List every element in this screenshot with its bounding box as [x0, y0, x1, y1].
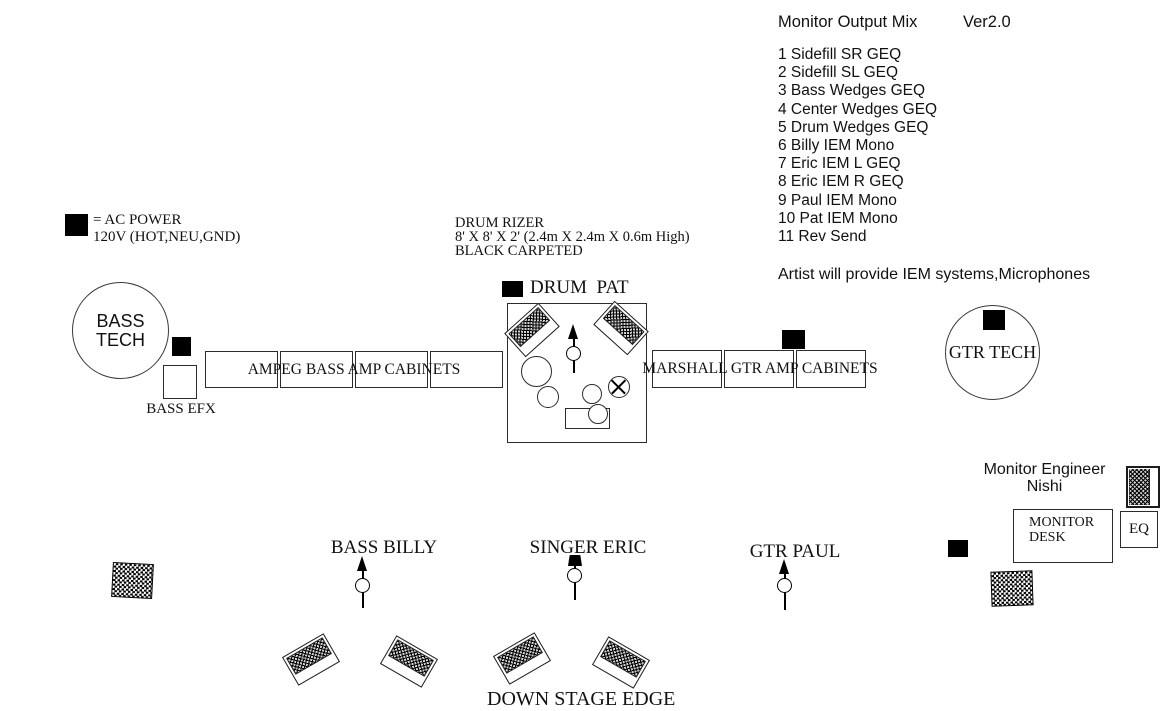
ac-power-legend-line2: 120V (HOT,NEU,GND)	[93, 228, 241, 245]
mic-direction-arrow	[779, 559, 789, 574]
speaker-grille	[286, 637, 332, 675]
eq-label: EQ	[1129, 521, 1149, 537]
ac-power-icon	[65, 214, 88, 236]
speaker-grille	[600, 640, 646, 678]
monitor-output-item: 4 Center Wedges GEQ	[778, 100, 938, 118]
mic-direction-arrow	[568, 324, 578, 339]
sidefill-speaker-icon	[990, 570, 1034, 607]
bass-amp-cabinet	[355, 351, 428, 388]
mic-base	[567, 568, 582, 583]
monitor-output-item: 5 Drum Wedges GEQ	[778, 118, 929, 136]
monitor-desk-box: MONITOR DESK	[1013, 509, 1113, 563]
gtr-amp-cabinet	[652, 350, 722, 388]
tom-drum-icon	[537, 386, 559, 408]
mic-base	[777, 578, 792, 593]
monitor-output-list: 1 Sidefill SR GEQ 2 Sidefill SL GEQ 3 Ba…	[778, 46, 937, 246]
mic-stand-icon	[776, 559, 794, 610]
mic-base	[566, 346, 581, 361]
bass-tech-circle: BASS TECH	[72, 282, 169, 379]
monitor-output-item: 7 Eric IEM L GEQ	[778, 155, 901, 173]
monitor-engineer-label: Monitor Engineer Nishi	[967, 461, 1122, 495]
mic-head	[568, 555, 582, 566]
performer-label-bass-billy: BASS BILLY	[330, 537, 438, 558]
wedge-monitor-icon	[591, 636, 651, 689]
speaker-grille	[388, 639, 434, 677]
monitor-output-item: 3 Bass Wedges GEQ	[778, 82, 926, 100]
bass-amp-cabinet	[430, 351, 503, 388]
mic-stand-icon	[565, 324, 583, 373]
monitor-desk-label: MONITOR DESK	[1029, 515, 1095, 545]
effects-rack-icon	[1126, 466, 1160, 508]
ac-power-legend-line1: = AC POWER	[93, 212, 182, 228]
mic-direction-arrow	[357, 556, 367, 571]
monitor-output-item: 9 Paul IEM Mono	[778, 191, 897, 209]
bass-efx-box	[163, 365, 197, 399]
ac-drop-icon	[983, 310, 1005, 330]
drum-pat-label: DRUM PAT	[530, 277, 629, 298]
ac-drop-icon	[782, 330, 805, 349]
ampeg-cabinets-label: AMPEG BASS AMP CABINETS	[247, 361, 461, 378]
mic-base	[355, 578, 370, 593]
tom-drum-icon	[582, 384, 602, 404]
ac-drop-icon	[948, 540, 968, 557]
wedge-monitor-icon	[281, 633, 341, 686]
bass-amp-cabinet	[205, 351, 278, 388]
monitor-output-item: 11 Rev Send	[778, 228, 867, 246]
monitor-engineer-line2: Nishi	[1026, 478, 1063, 495]
drum-riser-note-line2: 8' X 8' X 2' (2.4m X 2.4m X 0.6m High)	[455, 228, 690, 245]
speaker-grille	[497, 636, 543, 674]
performer-label-singer-eric: SINGER ERIC	[529, 537, 647, 558]
rack-front-panel	[1129, 469, 1150, 505]
gtr-tech-circle: GTR TECH	[945, 305, 1040, 400]
performer-label-gtr-paul: GTR PAUL	[749, 541, 841, 562]
monitor-output-item: 2 Sidefill SL GEQ	[778, 64, 899, 82]
wedge-monitor-icon	[492, 632, 552, 685]
artist-provision-note: Artist will provide IEM systems,Micropho…	[778, 266, 1091, 283]
sidefill-speaker-icon	[111, 561, 154, 600]
kick-drum-icon	[521, 356, 552, 387]
vocal-mic-stand-icon	[566, 555, 584, 600]
monitor-mix-title: Monitor Output Mix	[778, 13, 918, 31]
gtr-amp-cabinet	[796, 350, 866, 388]
cymbal-icon	[608, 376, 630, 398]
mic-stand-icon	[354, 556, 372, 608]
gtr-tech-label: GTR TECH	[948, 342, 1037, 362]
bass-amp-cabinet	[280, 351, 353, 388]
monitor-engineer-line1: Monitor Engineer	[983, 461, 1106, 478]
eq-rack-box: EQ	[1120, 511, 1158, 548]
drum-riser-note-line3: BLACK CARPETED	[455, 242, 583, 259]
monitor-output-item: 8 Eric IEM R GEQ	[778, 173, 904, 191]
tom-drum-icon	[588, 404, 608, 424]
drum-riser-note: DRUM RIZER 8' X 8' X 2' (2.4m X 2.4m X 0…	[455, 215, 690, 259]
down-stage-edge-label: DOWN STAGE EDGE	[487, 688, 676, 710]
ac-power-legend: = AC POWER 120V (HOT,NEU,GND)	[93, 212, 240, 245]
wedge-monitor-icon	[379, 635, 439, 688]
monitor-output-item: 1 Sidefill SR GEQ	[778, 46, 902, 63]
ac-drop-icon	[172, 337, 191, 356]
ac-drop-icon	[502, 281, 523, 297]
bass-efx-label: BASS EFX	[146, 401, 216, 417]
drum-riser-note-line1: DRUM RIZER	[455, 215, 545, 231]
monitor-output-item: 10 Pat IEM Mono	[778, 209, 898, 227]
gtr-amp-cabinet	[724, 350, 794, 388]
marshall-cabinets-label: MARSHALL GTR AMP CABINETS	[642, 360, 878, 377]
monitor-output-item: 6 Billy IEM Mono	[778, 137, 895, 155]
bass-tech-label: BASS TECH	[96, 310, 145, 350]
monitor-mix-version: Ver2.0	[963, 13, 1011, 31]
